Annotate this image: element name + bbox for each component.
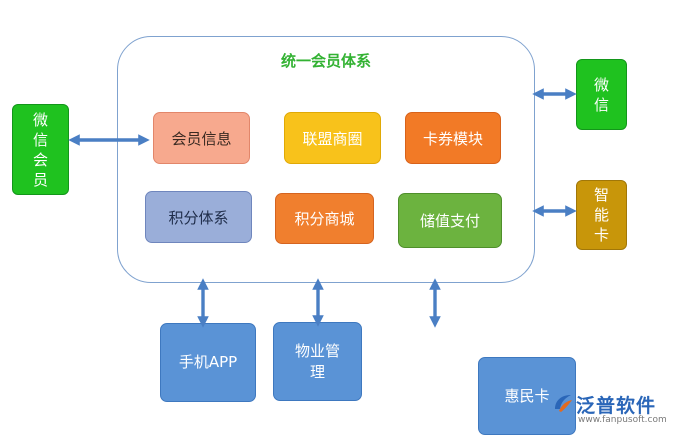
points-system-module: 积分体系 xyxy=(145,191,252,243)
logo-url: www.fanpusoft.com xyxy=(578,415,667,425)
smart-card-char: 智 xyxy=(593,186,609,204)
points-mall-module: 积分商城 xyxy=(275,193,374,244)
wechat-member-node: 微 信 会 员 xyxy=(12,104,69,195)
wechat-member-char: 会 xyxy=(32,150,48,169)
stored-value-pay-module: 储值支付 xyxy=(398,193,502,248)
card-coupon-module: 卡券模块 xyxy=(405,112,501,164)
property-mgmt-line: 物业管 xyxy=(294,341,340,360)
property-mgmt-node: 物业管 理 xyxy=(273,322,362,401)
wechat-char: 微 xyxy=(593,75,609,94)
wechat-member-char: 员 xyxy=(32,170,48,189)
wechat-member-char: 信 xyxy=(32,130,48,149)
property-mgmt-line: 理 xyxy=(309,362,325,381)
logo-name: 泛普软件 xyxy=(576,395,657,417)
mobile-app-node: 手机APP xyxy=(160,323,256,402)
wechat-node: 微 信 xyxy=(576,59,627,130)
fanpusoft-logo: 泛普软件 www.fanpusoft.com xyxy=(552,390,672,430)
smart-card-char: 卡 xyxy=(593,226,609,244)
system-title: 统一会员体系 xyxy=(280,52,371,70)
member-info-module: 会员信息 xyxy=(153,112,250,164)
alliance-circle-module: 联盟商圈 xyxy=(284,112,381,164)
logo-mark-icon xyxy=(555,395,572,412)
smart-card-char: 能 xyxy=(593,206,609,224)
wechat-char: 信 xyxy=(593,95,609,114)
huimin-card-node: 惠民卡 xyxy=(478,357,576,435)
wechat-member-char: 微 xyxy=(32,110,48,129)
